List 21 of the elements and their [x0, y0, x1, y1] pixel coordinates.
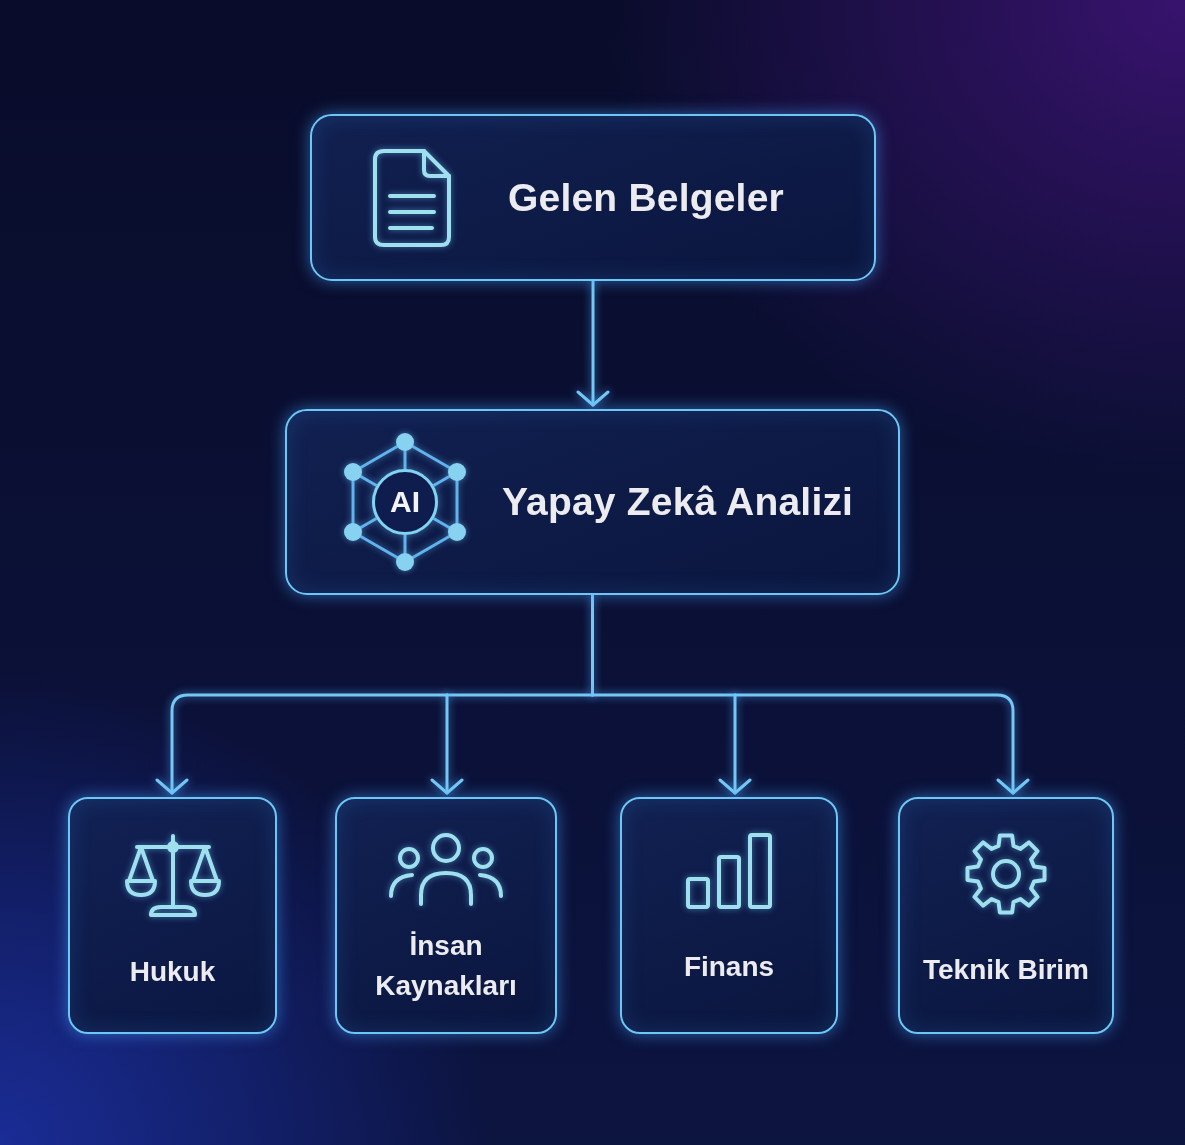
connector-line	[445, 693, 594, 697]
node-title: Finans	[683, 949, 775, 984]
arrow	[155, 693, 449, 795]
department-card	[68, 797, 277, 1034]
node-title: Hukuk	[129, 954, 216, 989]
arrow	[430, 693, 464, 795]
node-title: Teknik Birim	[923, 952, 1089, 987]
department-card	[335, 797, 557, 1034]
node-title: İnsan Kaynakları	[374, 929, 518, 1003]
department-card	[898, 797, 1114, 1034]
process-box	[285, 409, 900, 595]
node-title: Gelen Belgeler	[508, 175, 784, 220]
arrow	[718, 693, 752, 795]
process-box	[310, 114, 876, 281]
connector-line	[591, 593, 594, 697]
node-title: Yapay Zekâ Analizi	[502, 480, 854, 524]
connector-line	[591, 693, 737, 697]
department-card	[620, 797, 838, 1034]
arrow	[576, 279, 610, 407]
ai-badge: AI	[372, 469, 438, 535]
arrow	[733, 693, 1030, 795]
